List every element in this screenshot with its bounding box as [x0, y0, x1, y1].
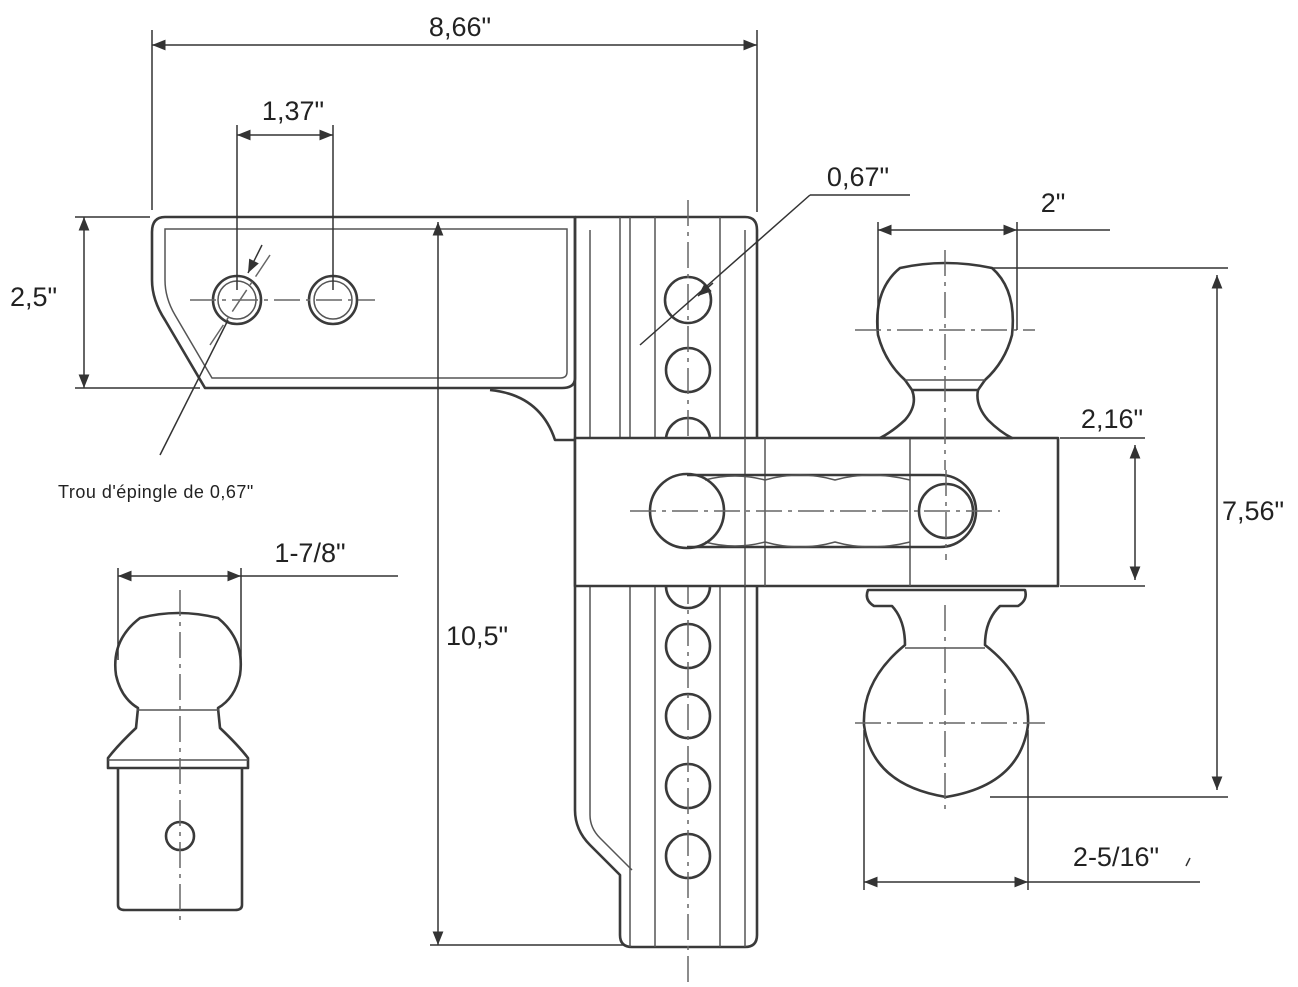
label-overall-length: 8,66"	[429, 12, 491, 42]
ball-mount-head	[573, 436, 1060, 588]
dim-hole-diameter	[639, 194, 910, 346]
label-hole-diameter: 0,67"	[827, 162, 889, 192]
dim-overall-length	[151, 30, 758, 212]
dim-hole-spacing	[236, 125, 334, 290]
label-ball-span: 7,56"	[1222, 496, 1284, 526]
dim-upper-ball	[877, 222, 1110, 330]
label-lower-ball: 2-5/16"	[1073, 842, 1159, 872]
label-loose-ball: 1-7/8"	[274, 538, 345, 568]
lower-hitch-ball	[855, 588, 1045, 810]
dim-drop-rise	[430, 222, 625, 946]
label-drop-rise: 10,5"	[446, 621, 508, 651]
dim-shank-height	[75, 216, 200, 389]
label-pin-hole-note: Trou d'épingle de 0,67"	[58, 482, 254, 502]
adjustable-drop-bar	[573, 200, 759, 985]
label-upper-ball: 2"	[1041, 188, 1066, 218]
pin-hole-leader	[159, 244, 263, 456]
dim-ball-span	[990, 267, 1228, 798]
dim-lower-ball	[863, 730, 1200, 890]
label-hole-spacing: 1,37"	[262, 96, 324, 126]
label-head-height: 2,16"	[1081, 404, 1143, 434]
dim-head-height	[1060, 437, 1145, 587]
label-shank-height: 2,5"	[10, 282, 57, 312]
upper-hitch-ball	[855, 250, 1035, 470]
receiver-shank	[150, 215, 577, 442]
dim-loose-ball	[117, 568, 398, 660]
loose-hitch-ball	[106, 590, 250, 925]
